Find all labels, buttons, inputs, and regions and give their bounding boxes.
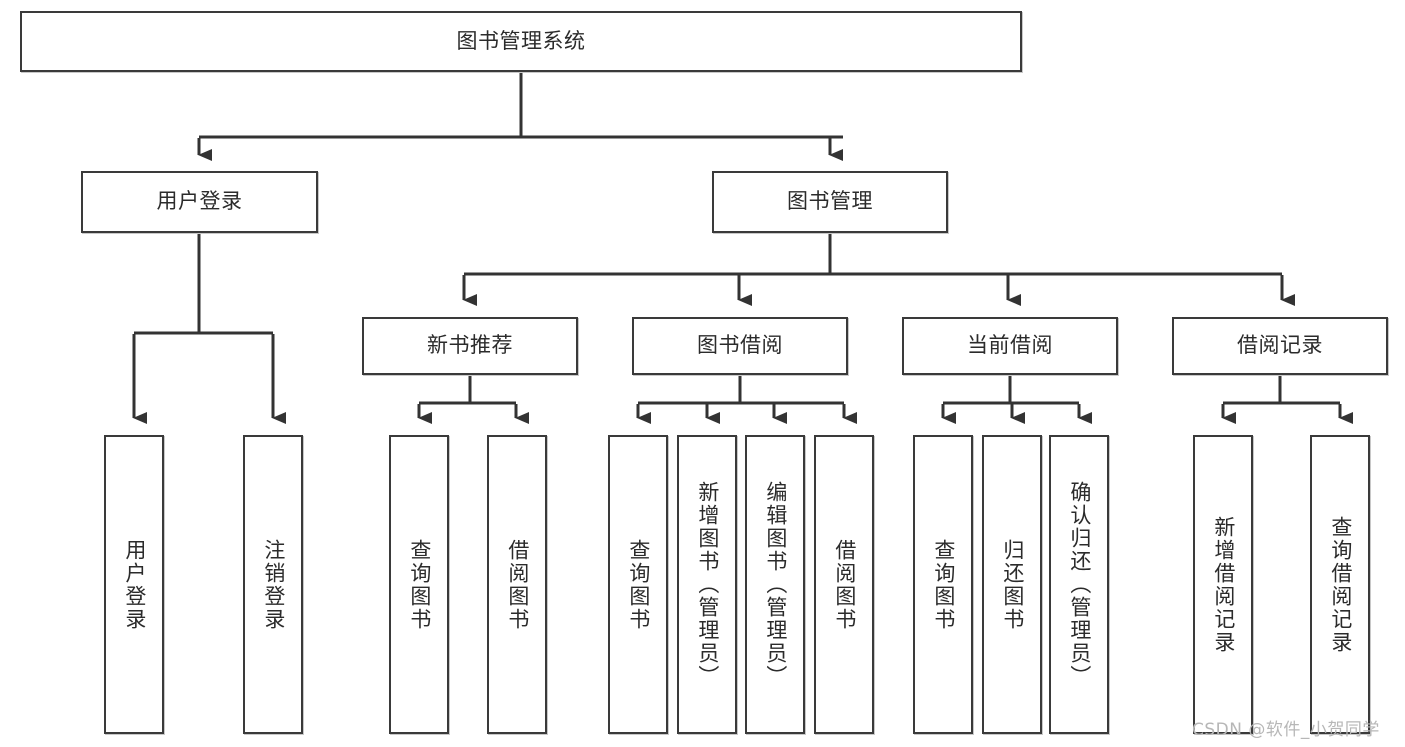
node-user-login-label: 用户登录 (156, 189, 243, 214)
node-root[interactable]: 图书管理系统 (20, 11, 1022, 72)
node-book-manage[interactable]: 图书管理 (712, 171, 948, 233)
leaf-add-record-label: 新增借阅记录 (1211, 515, 1236, 654)
leaf-add-book[interactable]: 新增图书（管理员） (677, 435, 737, 734)
leaf-query-book-2-label: 查询图书 (626, 538, 651, 631)
leaf-confirm-return-label: 确认归还（管理员） (1067, 481, 1092, 688)
node-book-borrow-label: 图书借阅 (697, 333, 783, 358)
leaf-add-book-label: 新增图书（管理员） (695, 481, 720, 688)
leaf-query-record[interactable]: 查询借阅记录 (1310, 435, 1370, 734)
node-book-borrow[interactable]: 图书借阅 (632, 317, 848, 375)
node-new-book-rec[interactable]: 新书推荐 (362, 317, 578, 375)
leaf-query-record-label: 查询借阅记录 (1328, 515, 1353, 654)
leaf-borrow-book-1-label: 借阅图书 (505, 538, 530, 631)
leaf-logout[interactable]: 注销登录 (243, 435, 303, 734)
leaf-query-book-3-label: 查询图书 (931, 538, 956, 631)
leaf-query-book-3[interactable]: 查询图书 (913, 435, 973, 734)
node-borrow-record[interactable]: 借阅记录 (1172, 317, 1388, 375)
node-borrow-record-label: 借阅记录 (1237, 333, 1323, 358)
leaf-return-book-label: 归还图书 (1000, 538, 1025, 631)
node-root-label: 图书管理系统 (456, 28, 586, 53)
node-new-book-rec-label: 新书推荐 (427, 333, 513, 358)
leaf-query-book-2[interactable]: 查询图书 (608, 435, 668, 734)
csdn-watermark: CSDN @软件_小贺同学 (1192, 720, 1380, 740)
leaf-return-book[interactable]: 归还图书 (982, 435, 1042, 734)
node-current-borrow-label: 当前借阅 (967, 333, 1053, 358)
node-current-borrow[interactable]: 当前借阅 (902, 317, 1118, 375)
leaf-user-login-label: 用户登录 (122, 538, 147, 631)
leaf-borrow-book-2-label: 借阅图书 (832, 538, 857, 631)
leaf-confirm-return[interactable]: 确认归还（管理员） (1049, 435, 1109, 734)
leaf-query-book-1[interactable]: 查询图书 (389, 435, 449, 734)
leaf-edit-book[interactable]: 编辑图书（管理员） (745, 435, 805, 734)
leaf-add-record[interactable]: 新增借阅记录 (1193, 435, 1253, 734)
leaf-logout-label: 注销登录 (261, 538, 286, 631)
leaf-user-login[interactable]: 用户登录 (104, 435, 164, 734)
node-user-login[interactable]: 用户登录 (81, 171, 318, 233)
leaf-borrow-book-1[interactable]: 借阅图书 (487, 435, 547, 734)
leaf-borrow-book-2[interactable]: 借阅图书 (814, 435, 874, 734)
node-book-manage-label: 图书管理 (787, 189, 873, 214)
leaf-edit-book-label: 编辑图书（管理员） (763, 481, 788, 688)
leaf-query-book-1-label: 查询图书 (407, 538, 432, 631)
